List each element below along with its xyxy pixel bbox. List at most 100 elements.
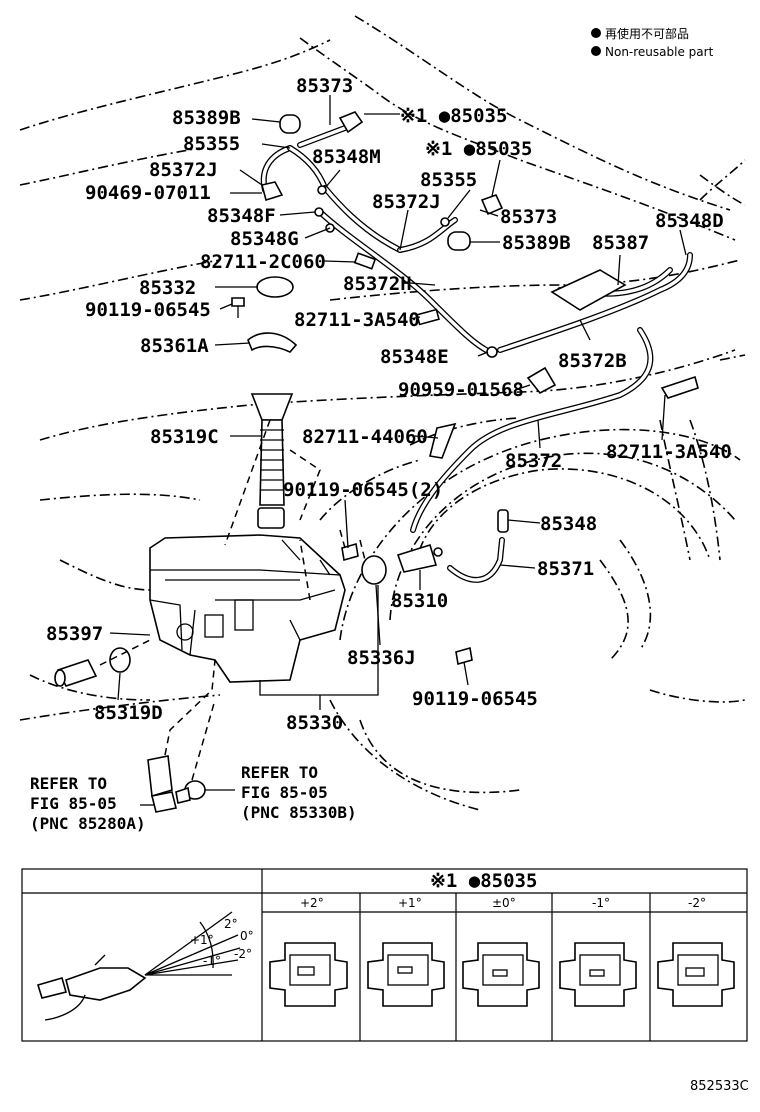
clamp-82711-3a540-b	[660, 375, 699, 399]
nozzle-tip-plus1	[367, 942, 445, 1007]
filled-dot-icon	[591, 28, 601, 38]
label-85348m: 85348M	[312, 146, 381, 168]
connector-85355	[440, 217, 450, 227]
label-90959-01568: 90959-01568	[398, 379, 524, 401]
nozzle-angle-table: ※1 ●85035 +2° +1° ±0° -1° -2° 2° 0° +1° …	[21, 868, 748, 1042]
col-zero: ±0°	[492, 896, 516, 910]
angle-plus2: 2°	[224, 917, 238, 931]
pump-tip	[433, 547, 443, 557]
label-85332: 85332	[139, 277, 196, 299]
nozzle-angle-drawing: 2° 0° +1° -2° -1°	[36, 911, 254, 1021]
label-85319d: 85319D	[94, 702, 163, 724]
nozzle-85035-b	[480, 194, 504, 216]
label-85330: 85330	[286, 712, 343, 734]
nozzle-tip-minus2	[657, 942, 735, 1007]
col-plus1: +1°	[398, 896, 422, 910]
label-82711-44060: 82711-44060	[302, 426, 428, 448]
bracket-85387	[550, 269, 627, 311]
label-85361a: 85361A	[140, 335, 209, 357]
filled-dot-icon	[591, 46, 601, 56]
label-85372b: 85372B	[558, 350, 627, 372]
angle-minus1: -1°	[203, 954, 221, 968]
cap-85389b-left	[279, 114, 301, 134]
legend-jp: 再使用不可部品	[605, 26, 689, 41]
refer-right-line3: (PNC 85330B)	[241, 803, 357, 822]
label-85348g: 85348G	[230, 228, 299, 250]
label-85372: 85372	[505, 450, 562, 472]
clamp-82711-3a540-a	[416, 308, 440, 326]
washer-tank-85330	[149, 534, 346, 683]
angle-zero: 0°	[240, 929, 254, 943]
pump-refer	[147, 755, 206, 813]
label-85371: 85371	[537, 558, 594, 580]
filler-neck-85319c	[250, 393, 294, 529]
fitting-85348	[497, 509, 509, 533]
grommet-85336j	[361, 555, 387, 585]
label-85035-b: ※1 ●85035	[425, 138, 532, 160]
label-85389b-right: 85389B	[502, 232, 571, 254]
label-85348f: 85348F	[207, 205, 276, 227]
refer-note-right: REFER TO FIG 85-05 (PNC 85330B)	[241, 763, 357, 822]
label-85372j-right: 85372J	[372, 191, 441, 213]
label-85373-top: 85373	[296, 75, 353, 97]
label-85389b-left: 85389B	[172, 107, 241, 129]
bracket-85361a	[247, 332, 298, 353]
bolt-90119-a	[231, 297, 245, 307]
angle-minus2: -2°	[234, 947, 252, 961]
label-85355-left: 85355	[183, 133, 240, 155]
nozzle-tip-minus1	[559, 942, 637, 1007]
label-85372h: 85372H	[343, 273, 412, 295]
motor-85397	[54, 659, 98, 687]
label-82711-2c060: 82711-2C060	[200, 251, 326, 273]
legend: 再使用不可部品 Non-reusable part	[591, 26, 714, 59]
leader-lines	[99, 95, 687, 806]
refer-right-line2: FIG 85-05	[241, 783, 328, 802]
label-90119-06545-c: 90119-06545	[412, 688, 538, 710]
cap-85389b-right	[447, 231, 471, 251]
label-85348: 85348	[540, 513, 597, 535]
label-85310: 85310	[391, 590, 448, 612]
label-82711-3a540-b: 82711-3A540	[606, 441, 732, 463]
label-85355-right: 85355	[420, 169, 477, 191]
col-minus1: -1°	[592, 896, 610, 910]
refer-left-line3: (PNC 85280A)	[30, 814, 146, 833]
clip-90469	[261, 181, 284, 202]
connector-85348f	[314, 207, 324, 217]
col-plus2: +2°	[300, 896, 324, 910]
nozzle-parts	[231, 111, 699, 666]
label-85336j: 85336J	[347, 647, 416, 669]
bolt-90119-c	[455, 646, 473, 666]
seal-85332	[256, 276, 294, 298]
nozzle-85035-a	[338, 111, 364, 134]
label-85387: 85387	[592, 232, 649, 254]
label-85319c: 85319C	[150, 426, 219, 448]
clamp-82711-44060	[429, 422, 457, 459]
label-85373-right: 85373	[500, 206, 557, 228]
label-90469-07011: 90469-07011	[85, 182, 211, 204]
label-85348e: 85348E	[380, 346, 449, 368]
label-85372j-left: 85372J	[149, 159, 218, 181]
figure-code: 852533C	[690, 1079, 749, 1094]
clamp-82711-2c060	[353, 252, 377, 270]
angle-plus1: +1°	[190, 933, 214, 947]
connector-85348m	[317, 185, 327, 195]
label-85397: 85397	[46, 623, 103, 645]
label-90119-06545-2: 90119-06545(2)	[283, 479, 443, 501]
nozzle-tip-plus2	[269, 942, 348, 1007]
refer-left-line2: FIG 85-05	[30, 794, 117, 813]
table-header: ※1 ●85035	[430, 870, 537, 892]
bolt-90119-2	[341, 542, 359, 562]
label-85348d: 85348D	[655, 210, 724, 232]
label-82711-3a540-a: 82711-3A540	[294, 309, 420, 331]
connector-85348e	[486, 346, 498, 358]
nozzle-tip-zero	[462, 942, 540, 1007]
ring-85319d	[109, 647, 131, 673]
refer-right-line1: REFER TO	[241, 763, 318, 782]
label-90119-06545-a: 90119-06545	[85, 299, 211, 321]
legend-en: Non-reusable part	[605, 45, 714, 59]
col-minus2: -2°	[688, 896, 706, 910]
washer-hoses	[260, 125, 693, 583]
part-labels: 85373 85389B ※1 ●85035 85355 85348M 8537…	[46, 75, 732, 734]
body-outline	[19, 15, 746, 811]
label-85035-a: ※1 ●85035	[400, 105, 507, 127]
